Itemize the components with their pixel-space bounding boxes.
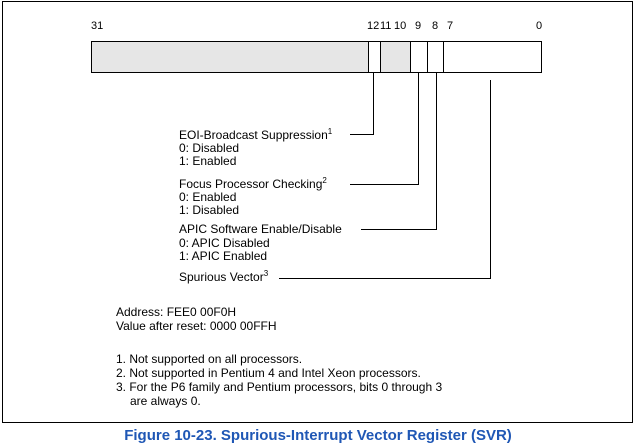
- bit-label-0: 0: [536, 20, 543, 32]
- footnote-3: 3. For the P6 family and Pentium process…: [116, 380, 443, 394]
- bit-label-11: 11: [380, 20, 392, 32]
- eoi-suppression-label: EOI-Broadcast Suppression1: [179, 127, 333, 142]
- bit-label-10: 10: [394, 20, 407, 32]
- bit-9-focus-field: [410, 42, 427, 72]
- focus-checking-label: Focus Processor Checking2: [179, 176, 327, 191]
- reset-value-text: Value after reset: 0000 00FFH: [116, 319, 277, 333]
- figure-caption: Figure 10-23. Spurious-Interrupt Vector …: [124, 427, 512, 444]
- eoi-leader-horizontal: [350, 134, 374, 135]
- bits-7-0-vector-field: [443, 42, 541, 72]
- spurious-vector-label: Spurious Vector3: [179, 269, 269, 284]
- footnote-ref-1: 1: [327, 127, 333, 136]
- footnote-2: 2. Not supported in Pentium 4 and Intel …: [116, 366, 421, 380]
- apic-option-0: 0: APIC Disabled: [179, 236, 270, 250]
- apic-leader-vertical: [436, 73, 437, 229]
- bit-label-12: 12: [367, 20, 380, 32]
- vector-leader-vertical: [490, 80, 491, 278]
- reserved-bits-31-13: [92, 42, 368, 72]
- bit-label-9: 9: [415, 20, 422, 32]
- bit-label-7: 7: [447, 20, 454, 32]
- footnote-ref-3: 3: [263, 269, 269, 278]
- focus-option-0: 0: Enabled: [179, 190, 237, 204]
- focus-leader-horizontal: [350, 184, 419, 185]
- bit-label-31: 31: [91, 20, 104, 32]
- focus-leader-vertical: [418, 73, 419, 184]
- footnote-ref-2: 2: [322, 176, 327, 185]
- apic-option-1: 1: APIC Enabled: [179, 249, 268, 263]
- eoi-leader-vertical: [373, 73, 374, 134]
- bit-label-8: 8: [432, 20, 439, 32]
- apic-leader-horizontal: [361, 229, 437, 230]
- diagram-frame: [2, 1, 633, 423]
- bit-8-apic-field: [427, 42, 443, 72]
- eoi-option-0: 0: Disabled: [179, 141, 240, 155]
- footnote-3-continuation: are always 0.: [130, 394, 201, 408]
- address-text: Address: FEE0 00F0H: [116, 305, 237, 319]
- bit-12-eoi-field: [368, 42, 380, 72]
- focus-option-1: 1: Disabled: [179, 203, 240, 217]
- register-bar: [91, 41, 542, 73]
- eoi-option-1: 1: Enabled: [179, 154, 237, 168]
- reserved-bits-11-10: [380, 42, 410, 72]
- vector-leader-horizontal: [279, 278, 491, 279]
- apic-enable-label: APIC Software Enable/Disable: [179, 222, 342, 236]
- footnote-1: 1. Not supported on all processors.: [116, 352, 303, 366]
